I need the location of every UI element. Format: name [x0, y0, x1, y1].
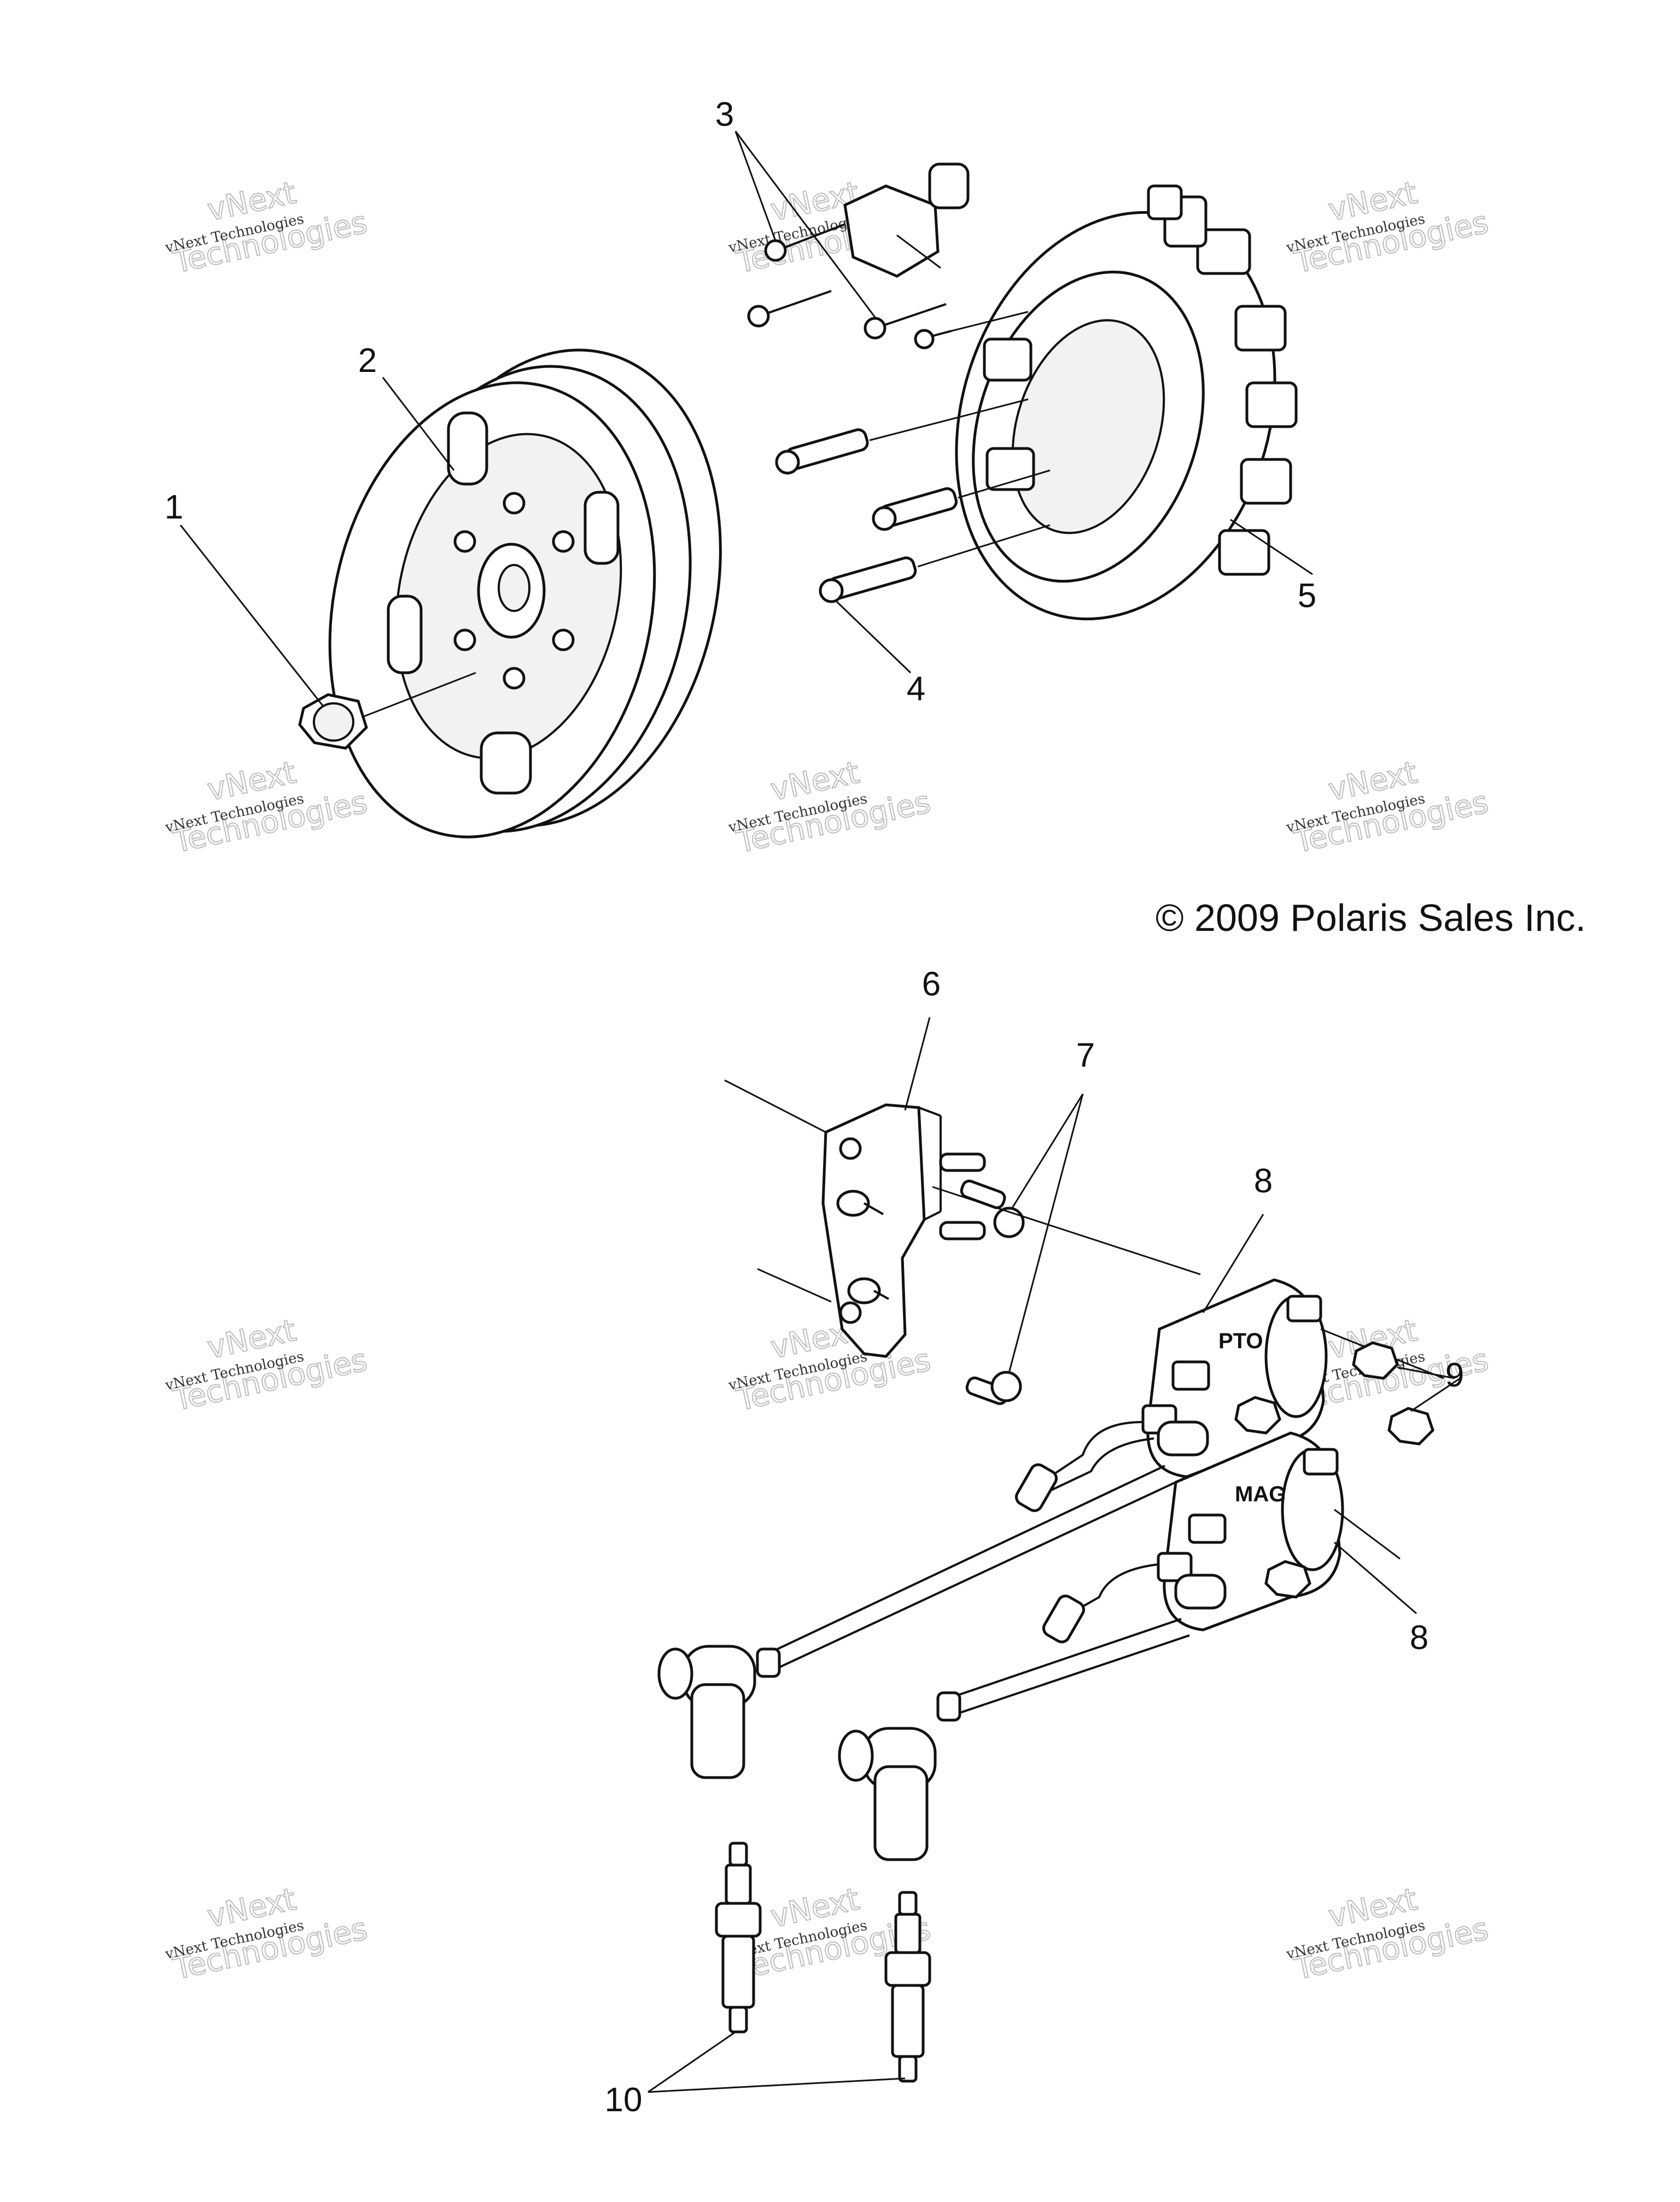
stator-bolt — [819, 524, 1051, 603]
coil-nut — [1352, 1341, 1455, 1380]
ignition-coil-pto: PTO — [1014, 1278, 1444, 1512]
watermark: vNext Technologies vNext Technologies — [164, 1312, 371, 1419]
callout-7: 7 — [1076, 1036, 1095, 1074]
coil-label-pto: PTO — [1218, 1329, 1263, 1353]
watermark: vNext Technologies vNext Technologies — [1285, 174, 1492, 281]
coil-bracket — [724, 1079, 986, 1358]
watermark: vNext Technologies vNext Technologies — [727, 754, 935, 861]
spark-plug-lead-pto — [657, 1465, 1176, 1779]
stator-bolt — [914, 311, 1029, 349]
coil-nut — [1264, 1560, 1311, 1599]
watermark: vNext Technologies vNext Technologies — [164, 754, 371, 861]
callout-8-mag: 8 — [1410, 1619, 1428, 1657]
spark-plug-lead-mag — [838, 1618, 1190, 1861]
flywheel — [328, 348, 722, 838]
callout-5: 5 — [1298, 577, 1316, 615]
spark-plug — [884, 1891, 931, 2083]
copyright-notice: © 2009 Polaris Sales Inc. — [1156, 896, 1586, 939]
watermark: vNext Technologies vNext Technologies — [1285, 1881, 1492, 1988]
stator — [955, 184, 1298, 621]
callout-6: 6 — [922, 965, 941, 1003]
spark-plug — [715, 1842, 762, 2034]
ignition-coil-mag: MAG — [1042, 1431, 1401, 1644]
screw-3a — [764, 223, 845, 262]
watermark: vNext Technologies vNext Technologies — [1285, 754, 1492, 861]
callout-8-pto: 8 — [1254, 1162, 1273, 1200]
stator-bolt — [872, 469, 1051, 531]
callout-2: 2 — [358, 342, 377, 380]
flywheel-nut — [298, 672, 476, 750]
stator-bolt — [775, 398, 1029, 475]
callout-9: 9 — [1445, 1356, 1464, 1394]
pickup-sensor — [843, 162, 970, 278]
bracket-screw — [932, 1179, 1201, 1275]
callout-3: 3 — [715, 96, 734, 133]
watermark: vNext Technologies vNext Technologies — [164, 1881, 371, 1988]
callout-1: 1 — [165, 488, 183, 526]
coil-nut — [1234, 1396, 1281, 1435]
screw-3c — [864, 303, 947, 340]
bracket-screw — [965, 1371, 1022, 1405]
callout-4: 4 — [907, 670, 925, 708]
callout-10: 10 — [605, 2081, 643, 2119]
watermark: vNext Technologies vNext Technologies — [164, 174, 371, 281]
coil-label-mag: MAG — [1235, 1482, 1286, 1506]
callout-leaders — [179, 131, 1461, 2093]
coil-nut — [1387, 1407, 1434, 1446]
screw-3b — [747, 290, 832, 328]
